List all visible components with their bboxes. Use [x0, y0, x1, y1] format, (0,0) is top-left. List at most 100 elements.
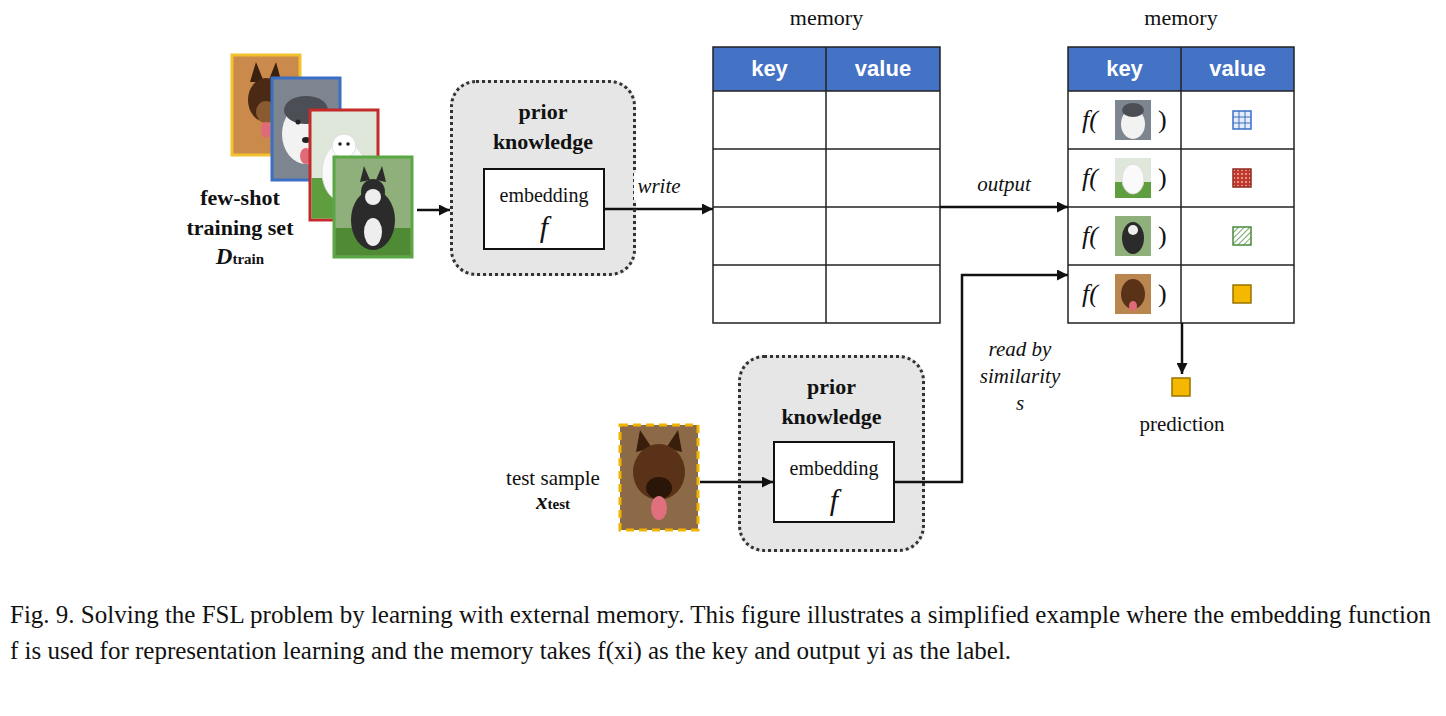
test-dog-photo: [646, 477, 672, 499]
memory-table-grid: [713, 47, 940, 323]
prediction-swatch: [1172, 378, 1190, 396]
value-swatch: [1233, 169, 1251, 187]
arrow-connector: [417, 209, 450, 212]
text-holder: key: [1068, 53, 1181, 85]
arrow-connector: [1181, 323, 1184, 374]
text-holder: ): [1158, 220, 1174, 252]
memory-table-grid: [1068, 148, 1294, 150]
text-holder: Fig. 9. Solving the FSL problem by learn…: [10, 597, 1436, 669]
edge-label: write: [634, 173, 683, 200]
text-holder: prior knowledge: [741, 372, 922, 432]
text-holder: f: [485, 210, 603, 244]
key-thumbnail: [1115, 216, 1151, 256]
text-holder: embedding: [775, 455, 893, 481]
test-dog-photo: [620, 425, 698, 530]
edge-label: output: [974, 171, 1034, 198]
table-heading: memory: [790, 3, 863, 33]
key-thumbnail: [1115, 274, 1151, 314]
embedding-box: embeddingf: [773, 441, 895, 523]
embedding-box: embeddingf: [483, 168, 605, 250]
key-thumbnail: [1115, 158, 1151, 198]
text-holder: few-shot training set: [160, 183, 320, 243]
value-swatch: [1233, 227, 1251, 245]
edge-label: read by similarity s: [972, 336, 1068, 417]
key-cell: f(: [1082, 220, 1098, 252]
value-swatch: [1233, 285, 1251, 303]
dog-photo: [364, 218, 382, 246]
prediction-label: prediction: [1139, 410, 1224, 438]
key-thumbnail: [1115, 274, 1151, 314]
value-swatch: [1233, 169, 1251, 187]
figure-caption: Fig. 9. Solving the FSL problem by learn…: [10, 597, 1436, 669]
text-holder: Dtrain: [160, 243, 320, 273]
text-holder: read by similarity s: [972, 336, 1068, 417]
text-holder: f(: [1082, 104, 1114, 136]
dog-photo: [334, 157, 412, 257]
dog-photo: [332, 134, 356, 158]
value-swatch: [1233, 123, 1251, 124]
test-dog-photo: [620, 425, 698, 530]
memory-table-grid: [1068, 47, 1294, 323]
text-holder: test sample: [488, 464, 618, 492]
memory-table-grid: [713, 206, 940, 208]
text-holder: f(: [1082, 220, 1114, 252]
memory-table-grid: [713, 47, 940, 323]
text-holder: prior knowledge: [453, 97, 633, 157]
memory-table-grid: [1068, 264, 1294, 266]
prior-knowledge-fill: [450, 80, 636, 276]
dog-photo: [361, 179, 385, 205]
dog-photo: [360, 166, 370, 182]
key-thumbnail: [1128, 225, 1138, 235]
key-cell: ): [1158, 278, 1167, 310]
key-cell: f(: [1082, 162, 1098, 194]
key-thumbnail: [1129, 301, 1137, 311]
arrow-connector: [895, 275, 1068, 482]
text-holder: f: [775, 483, 893, 517]
dog-photo: [296, 120, 301, 125]
text-holder: ): [1158, 278, 1174, 310]
box-heading: prior knowledge: [762, 372, 902, 432]
key-cell: f(: [1082, 104, 1098, 136]
value-swatch: [1233, 117, 1251, 118]
key-thumbnail: [1115, 158, 1151, 198]
key-cell: f(: [1082, 278, 1098, 310]
prior-knowledge-fill: [738, 355, 925, 552]
prediction-output: prediction: [1120, 374, 1244, 440]
arrow-connector: [605, 208, 713, 211]
text-holder: key: [713, 53, 826, 85]
column-header: value: [1209, 53, 1265, 85]
memory-table-grid: [1068, 90, 1294, 92]
column-header: key: [751, 53, 788, 85]
key-thumbnail: [1115, 100, 1151, 140]
text-holder: value: [826, 53, 940, 85]
text-holder: ): [1158, 162, 1174, 194]
memory-table-grid: [713, 148, 940, 150]
set-symbol: Dtrain: [216, 243, 264, 273]
box-label: embedding: [790, 455, 879, 481]
value-swatch: [1233, 111, 1251, 129]
text-holder: value: [1181, 53, 1294, 85]
table-heading: memory: [1144, 3, 1217, 33]
set-label: few-shot training set: [160, 183, 320, 243]
dog-photo: [365, 189, 381, 205]
prior-knowledge-box: embeddingf prior knowledge: [450, 80, 636, 276]
value-swatch: [1233, 111, 1251, 129]
column-header: key: [1106, 53, 1143, 85]
text-holder: embedding: [485, 182, 603, 208]
text-holder: output: [959, 171, 1049, 198]
prior-knowledge-box: embeddingf prior knowledge: [738, 355, 925, 552]
key-thumbnail: [1115, 100, 1151, 140]
value-swatch: [1233, 227, 1251, 245]
key-thumbnail: [1122, 103, 1144, 117]
arrow-connector: [940, 206, 1068, 209]
column-header: value: [855, 53, 911, 85]
text-holder: xtest: [488, 488, 618, 518]
arrow-connector: [700, 481, 773, 484]
memory-table-grid: [713, 264, 940, 266]
function-symbol: f: [540, 210, 548, 244]
text-holder: prediction: [1120, 410, 1244, 438]
key-thumbnail: [1122, 222, 1144, 254]
memory-table-grid: [713, 90, 940, 92]
training-set: few-shot training setDtrain: [160, 50, 417, 275]
memory-table-grid: [1068, 206, 1294, 208]
